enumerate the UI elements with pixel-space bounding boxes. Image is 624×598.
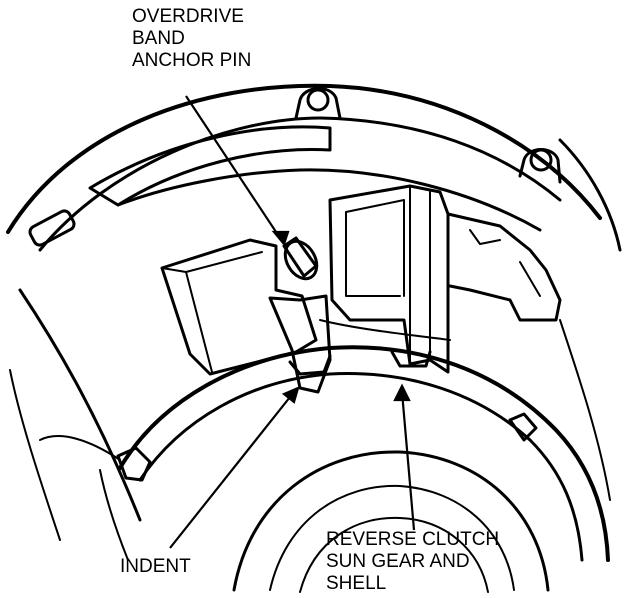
shell-ring-lip [319,319,451,341]
case-inner-arc [38,116,562,252]
callout-sun-gear: REVERSE CLUTCH SUN GEAR AND SHELL [326,529,499,594]
shell-indent [288,354,332,376]
shell-tab [390,350,432,368]
left-flange-lower [99,469,129,561]
right-rim-plate-edge [469,229,541,297]
arrow-indent [281,386,300,404]
case-lug-left [294,87,342,120]
case-outer-arc [6,83,602,234]
leader-sun-gear [400,391,416,531]
callout-anchor-pin: OVERDRIVE BAND ANCHOR PIN [132,6,251,71]
right-band-lug-inner [345,199,405,297]
case-lug-right [518,148,562,184]
band-rim-top [88,125,332,207]
sun-gear-ring-3 [299,516,489,593]
callout-anchor-pin-line-1: OVERDRIVE [132,6,244,27]
leader-indent [169,391,295,549]
anchor-pin [282,236,319,281]
shell-ring-inner [138,372,584,562]
left-band-lug-face [161,251,263,373]
case-slot [28,209,76,247]
right-rim-plate [446,212,562,322]
band-rim-lower [116,168,542,232]
callout-indent-line-1: INDENT [120,556,191,577]
right-edge-lines [559,319,611,501]
arrow-sun-gear [393,383,411,402]
callout-sun-gear-line-2: SUN GEAR AND [326,551,470,572]
case-right-edge [558,138,622,252]
callout-sun-gear-line-1: REVERSE CLUTCH [326,529,499,550]
callout-sun-gear-line-3: SHELL [326,573,386,594]
housing-left-lip [39,435,121,461]
leader-anchor-pin [185,95,285,245]
left-band-lug [160,238,318,376]
right-band-lug [328,184,450,374]
left-flange [116,446,152,482]
callout-indent: INDENT [120,556,191,577]
callout-anchor-pin-line-2: BAND [132,28,185,49]
sun-gear-ring-1 [232,450,550,592]
arrow-anchor-pin [271,230,290,247]
sun-gear-ring-2 [269,484,515,591]
right-flange [508,412,538,442]
housing-left-inner [9,369,61,541]
callout-anchor-pin-line-3: ANCHOR PIN [132,50,251,71]
housing-left-wall [18,288,142,522]
